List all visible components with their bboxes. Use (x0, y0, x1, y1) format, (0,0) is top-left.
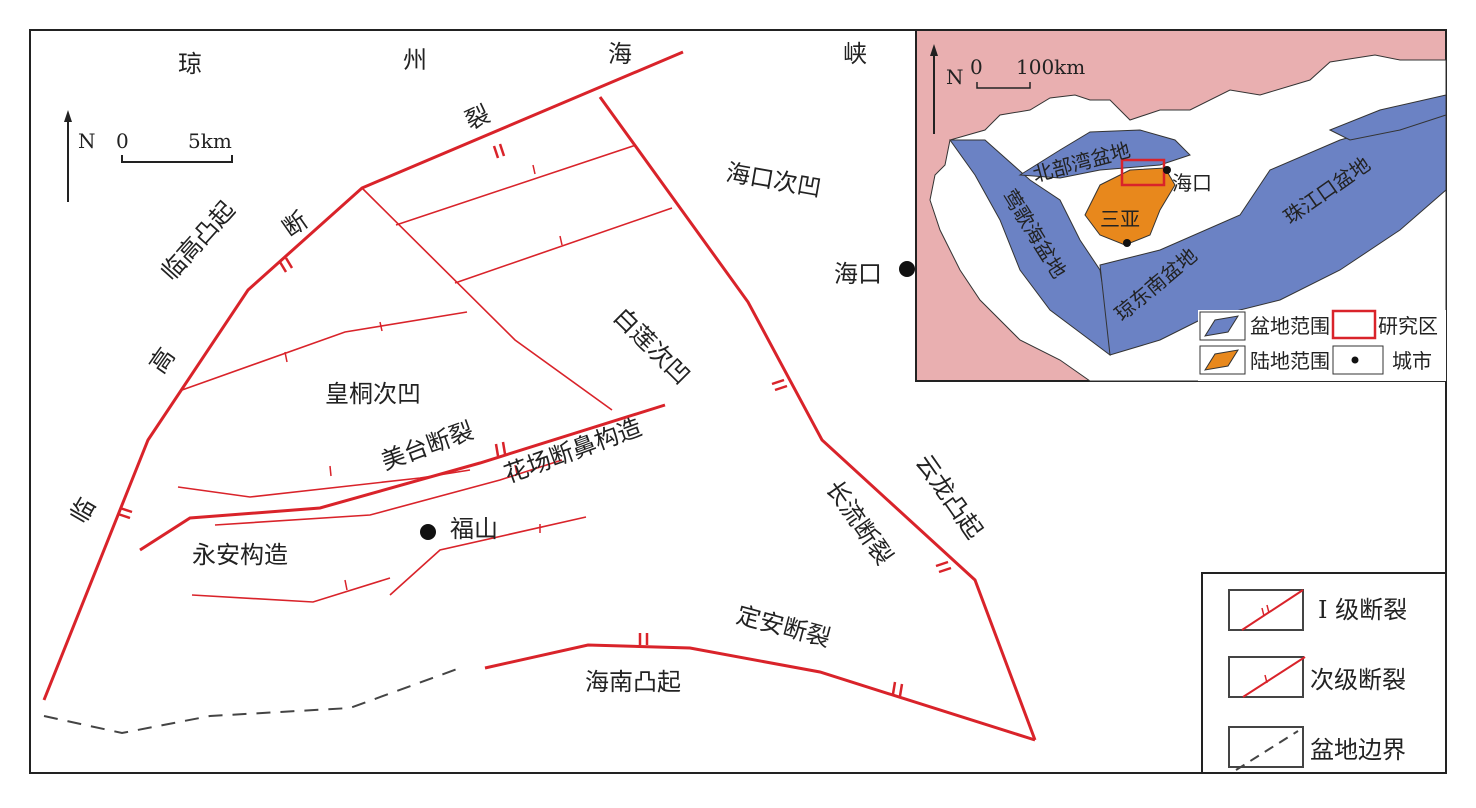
legend-city-label: 城市 (1392, 349, 1432, 373)
strait-char: 琼 (178, 50, 202, 78)
huangtong-sag-label: 皇桐次凹 (325, 380, 421, 408)
inset-haikou-label: 海口 (1172, 171, 1212, 195)
dingan-fault (484, 643, 1036, 742)
legend-basin-label: 盆地范围 (1250, 314, 1330, 338)
strait-char: 峡 (843, 40, 867, 68)
inset-scale-zero: 0 (970, 55, 983, 79)
city-dot-icon (420, 524, 436, 540)
legend-secondary-fault-label: 次级断裂 (1310, 666, 1406, 694)
meitai-fault-line (139, 403, 666, 552)
fault-legend: I 级断裂 次级断裂 盆地边界 (1201, 572, 1447, 774)
inset-scale-distance: 100km (1016, 55, 1085, 79)
legend-major-fault-label: I 级断裂 (1318, 596, 1407, 624)
haikou-city-label: 海口 (834, 260, 882, 288)
scale-distance: 5km (188, 129, 232, 153)
strait-char: 州 (403, 46, 427, 74)
inset-sanya-label: 三亚 (1100, 207, 1140, 231)
inset-north-label: N (946, 65, 964, 89)
lingao-fault (42, 50, 684, 701)
major-faults (42, 50, 1037, 742)
north-label: N (78, 129, 96, 153)
legend-land-label: 陆地范围 (1250, 349, 1330, 373)
secondary-faults (177, 144, 673, 603)
city-dot-icon (899, 261, 915, 277)
legend-basin-boundary-label: 盆地边界 (1310, 736, 1406, 764)
strait-char: 海 (608, 40, 632, 68)
regional-inset-map: N 0 100km 北部湾盆地 莺歌海盆地 琼东南盆地 珠江口盆地 海口 三亚 … (915, 29, 1447, 382)
basin-boundary-line (43, 667, 461, 735)
scale-bar: N 0 5km (64, 110, 233, 202)
yongan-structure-label: 永安构造 (192, 541, 288, 569)
hainan-uplift-label: 海南凸起 (585, 668, 681, 696)
scale-zero: 0 (116, 129, 129, 153)
fushan-label: 福山 (450, 515, 498, 543)
legend-study-area-label: 研究区 (1378, 314, 1438, 338)
inset-legend: 盆地范围 研究区 陆地范围 城市 (1198, 309, 1446, 381)
changliu-fault (598, 96, 1037, 741)
